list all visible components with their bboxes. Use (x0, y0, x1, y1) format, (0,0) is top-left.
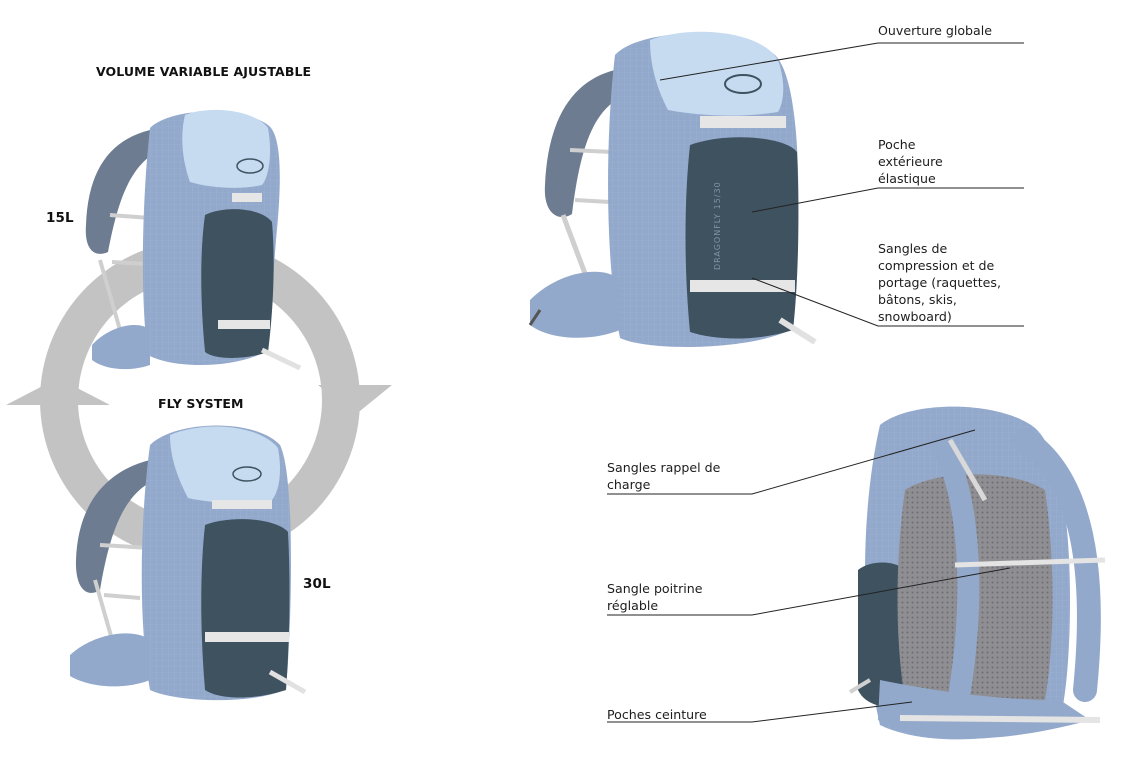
hip-belt (878, 680, 1090, 739)
side-pocket (858, 562, 905, 707)
arrow-head-right (318, 385, 392, 415)
load-lifter (947, 438, 988, 502)
tsl-logo (232, 466, 262, 482)
leader-line-sangles (751, 277, 1024, 327)
leader-line-rappel (607, 429, 976, 495)
webbing-strap (232, 193, 262, 202)
callout-ouverture-globale: Ouverture globale (878, 22, 992, 39)
hip-belt (530, 271, 620, 338)
callout-line: élastique (878, 171, 936, 186)
leader-line-poitrine (607, 567, 1011, 616)
pack-lid (170, 426, 280, 503)
callout-sangles-rappel: Sangles rappel de charge (607, 459, 720, 493)
front-pocket (201, 209, 274, 358)
callout-line: Poches ceinture (607, 707, 707, 722)
model-text: DRAGONFLY 15/30 (713, 181, 722, 270)
load-strap (98, 259, 122, 331)
leader-line-ceinture (607, 701, 913, 723)
pack-front-image: DRAGONFLY 15/30 (528, 31, 817, 348)
webbing-strap (205, 632, 289, 642)
tsl-logo (724, 74, 762, 94)
callout-lines (607, 42, 1024, 723)
callout-line: charge (607, 477, 651, 492)
callout-line: compression et de (878, 258, 995, 273)
pack-15l-image (85, 109, 302, 371)
pack-back-image (848, 406, 1106, 740)
pack-lid (182, 109, 270, 188)
callout-line: Poche (878, 137, 916, 152)
fly-system-label: FLY SYSTEM (158, 396, 244, 411)
shoulder-strap (85, 130, 160, 254)
tsl-logo (236, 158, 264, 174)
callout-line: extérieure (878, 154, 943, 169)
callout-poches-ceinture: Poches ceinture (607, 706, 707, 723)
callout-line: bâtons, skis, (878, 292, 957, 307)
callout-sangles-compression: Sangles de compression et de portage (ra… (878, 240, 1001, 325)
shoulder-strap (1013, 428, 1101, 702)
pack-30l-image (70, 425, 307, 701)
hip-belt (92, 325, 150, 370)
sternum-strap (954, 557, 1106, 568)
shoulder-strap (544, 70, 625, 218)
volume-15l-label: 15L (46, 210, 74, 226)
side-strap (109, 213, 151, 266)
callout-line: Ouverture globale (878, 23, 993, 38)
volume-30l-label: 30L (303, 576, 331, 592)
leader-line-ouverture (659, 42, 1024, 81)
variable-volume-title: VOLUME VARIABLE AJUSTABLE (96, 64, 312, 79)
callout-line: snowboard) (878, 309, 952, 324)
front-pocket (685, 137, 799, 339)
webbing-strap (218, 320, 270, 329)
webbing-strap (212, 500, 272, 509)
callout-line: portage (raquettes, (878, 275, 1001, 290)
hip-belt (70, 633, 150, 687)
callout-line: Sangles rappel de (607, 460, 721, 475)
callout-sangle-poitrine: Sangle poitrine réglable (607, 580, 702, 614)
webbing-strap (700, 116, 786, 128)
callout-poche-exterieure: Poche extérieure élastique (878, 136, 943, 187)
callout-line: Sangles de (878, 241, 948, 256)
pack-lid (650, 31, 784, 116)
shoulder-strap (929, 434, 980, 701)
webbing-strap (690, 280, 795, 292)
leader-line-poche (751, 187, 1024, 213)
callout-line: Sangle poitrine (607, 581, 703, 596)
arrow-ring (40, 240, 360, 400)
shoulder-strap (75, 460, 160, 593)
arrow-head-left (6, 378, 110, 405)
front-pocket (201, 519, 290, 698)
callout-line: réglable (607, 598, 659, 613)
